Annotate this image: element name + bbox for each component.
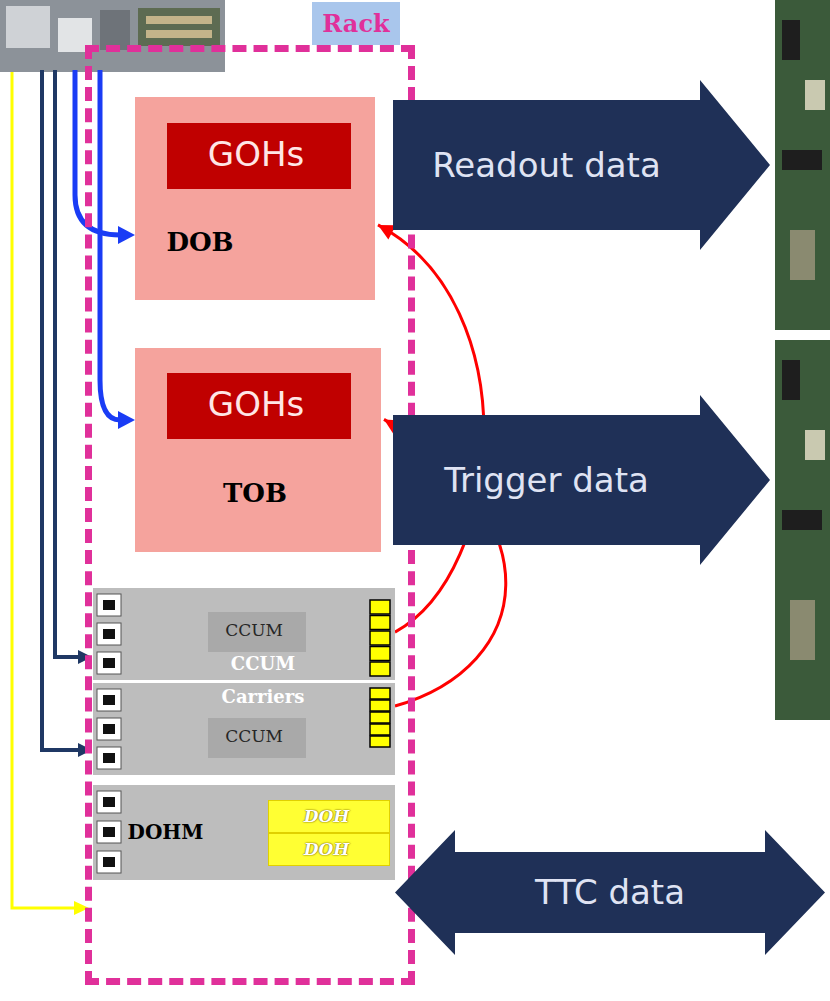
data-arrow: Readout data (393, 80, 770, 250)
connector-symbol (103, 797, 115, 807)
connector-pin (370, 616, 390, 630)
arrow-body (393, 395, 770, 565)
board-photo (775, 340, 830, 720)
carrier-box: CCUM CCUM (93, 588, 395, 680)
board-photo (775, 0, 830, 330)
connector-symbol (97, 718, 121, 740)
photo-part (6, 6, 50, 48)
connector-symbol (97, 652, 121, 674)
arrow-head (118, 226, 135, 244)
connector-pin (370, 647, 390, 661)
connector-pin (370, 662, 390, 676)
board-box: DOB GOHs (135, 97, 375, 300)
doh-box: DOH (268, 833, 390, 866)
node-label: TTC data (455, 872, 765, 912)
connector-symbol (103, 629, 115, 639)
wire (100, 70, 120, 420)
hybrid-box: GOHs (167, 123, 351, 189)
photo-ground (0, 0, 225, 72)
connector-pin (370, 712, 390, 723)
carrier-box: CarriersCCUM (93, 683, 395, 775)
node-label: Readout data (393, 145, 700, 185)
connector-pin (370, 600, 390, 614)
connector-symbol (103, 753, 115, 763)
board-part (790, 230, 815, 280)
board-part (782, 150, 822, 170)
connector-symbol (103, 600, 115, 610)
node-label: DOH (269, 801, 384, 832)
board-part (805, 430, 825, 460)
node-label: Rack (312, 2, 400, 45)
data-arrow: TTC data (395, 830, 825, 955)
node-label: CCUM (208, 612, 300, 648)
node-label: GOHs (167, 373, 345, 435)
board-part (805, 80, 825, 110)
node-label: DOH (269, 834, 384, 865)
dohm-box: DOHM DOHDOH (93, 785, 395, 880)
node-label: DOB (135, 227, 265, 257)
photo-part (100, 10, 130, 50)
node-label: CCUM (208, 718, 300, 754)
photo-part (146, 16, 212, 24)
board-part (790, 600, 815, 660)
board-box: TOB GOHs (135, 348, 381, 552)
connector-symbol (97, 791, 121, 813)
connector-symbol (97, 851, 121, 873)
connector-symbol (97, 623, 121, 645)
node-label: CCUM (203, 653, 323, 675)
connector-symbol (97, 747, 121, 769)
arrow-body (393, 80, 770, 250)
module-photo (0, 0, 225, 72)
arrow-head (118, 411, 135, 429)
connector-pin (370, 724, 390, 735)
module-box: CCUM (208, 718, 306, 758)
board-part (782, 20, 800, 60)
photo-part (138, 8, 220, 46)
connector-pin (370, 700, 390, 711)
doh-box: DOH (268, 800, 390, 833)
connector-symbol (103, 724, 115, 734)
connector-pin (370, 631, 390, 645)
module-box: CCUM (208, 612, 306, 652)
connector-symbol (103, 857, 115, 867)
data-arrow: Trigger data (393, 395, 770, 565)
board-part (782, 360, 800, 400)
connector-pin (370, 688, 390, 699)
board-photos (775, 0, 830, 720)
rack-outline: RackDOBGOHsTOBGOHs CCUMCCUM CarriersCCUM… (85, 45, 415, 985)
connector-symbol (103, 695, 115, 705)
hybrid-box: GOHs (167, 373, 351, 439)
connector-pin (370, 736, 390, 747)
connector-symbol (103, 827, 115, 837)
connector-symbol (97, 594, 121, 616)
board-part (782, 510, 822, 530)
photo-part (146, 30, 212, 38)
connector-symbol (97, 821, 121, 843)
connector-symbol (97, 689, 121, 711)
arrow-body (395, 830, 825, 955)
node-label: Trigger data (393, 460, 700, 500)
node-label: GOHs (167, 123, 345, 185)
node-label: DOHM (123, 820, 208, 844)
node-label: Carriers (203, 686, 323, 708)
node-label: TOB (135, 478, 375, 508)
connector-symbol (103, 658, 115, 668)
